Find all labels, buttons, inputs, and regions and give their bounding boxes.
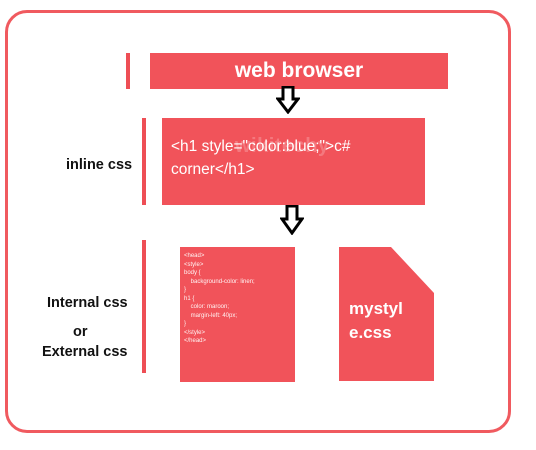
- internal-css-label: Internal css: [47, 295, 128, 311]
- section-bar-internal: [142, 240, 146, 373]
- inline-css-label: inline css: [66, 157, 133, 173]
- internal-code-box: <head> <style> body { background-color: …: [180, 247, 295, 382]
- inline-code-line: corner</h1>: [171, 161, 255, 178]
- arrow-down-icon: [280, 205, 304, 235]
- external-css-label: External css: [42, 344, 128, 360]
- code-line: body {: [184, 270, 201, 276]
- code-line: }: [184, 287, 187, 293]
- code-line: }: [184, 321, 187, 327]
- css-file-name-line: e.css: [349, 323, 392, 342]
- css-file-name: mystyl e.css: [349, 297, 403, 345]
- code-line: <head>: [184, 253, 205, 259]
- code-line: margin-left: 40px;: [184, 312, 238, 319]
- code-line: h1 {: [184, 295, 195, 302]
- section-bar-inline: [142, 118, 146, 205]
- watermark-logo: wikitechy: [235, 135, 330, 157]
- css-file-name-line: mystyl: [349, 299, 403, 318]
- code-line: </head>: [184, 338, 207, 344]
- inline-code-box: <h1 style="color:blue;">c# corner</h1>: [162, 118, 425, 205]
- css-file-icon: [339, 247, 434, 381]
- or-label: or: [73, 324, 88, 340]
- code-line: color: maroon;: [184, 304, 230, 310]
- web-browser-box: web browser: [150, 53, 448, 89]
- section-bar-browser: [126, 53, 130, 89]
- arrow-down-icon: [276, 86, 300, 114]
- outer-frame: [5, 10, 511, 433]
- inline-code-line: <h1 style="color:blue;">c#: [171, 138, 351, 155]
- code-line: <style>: [184, 261, 204, 268]
- code-line: </style>: [184, 329, 206, 336]
- code-line: background-color: linen;: [184, 278, 255, 285]
